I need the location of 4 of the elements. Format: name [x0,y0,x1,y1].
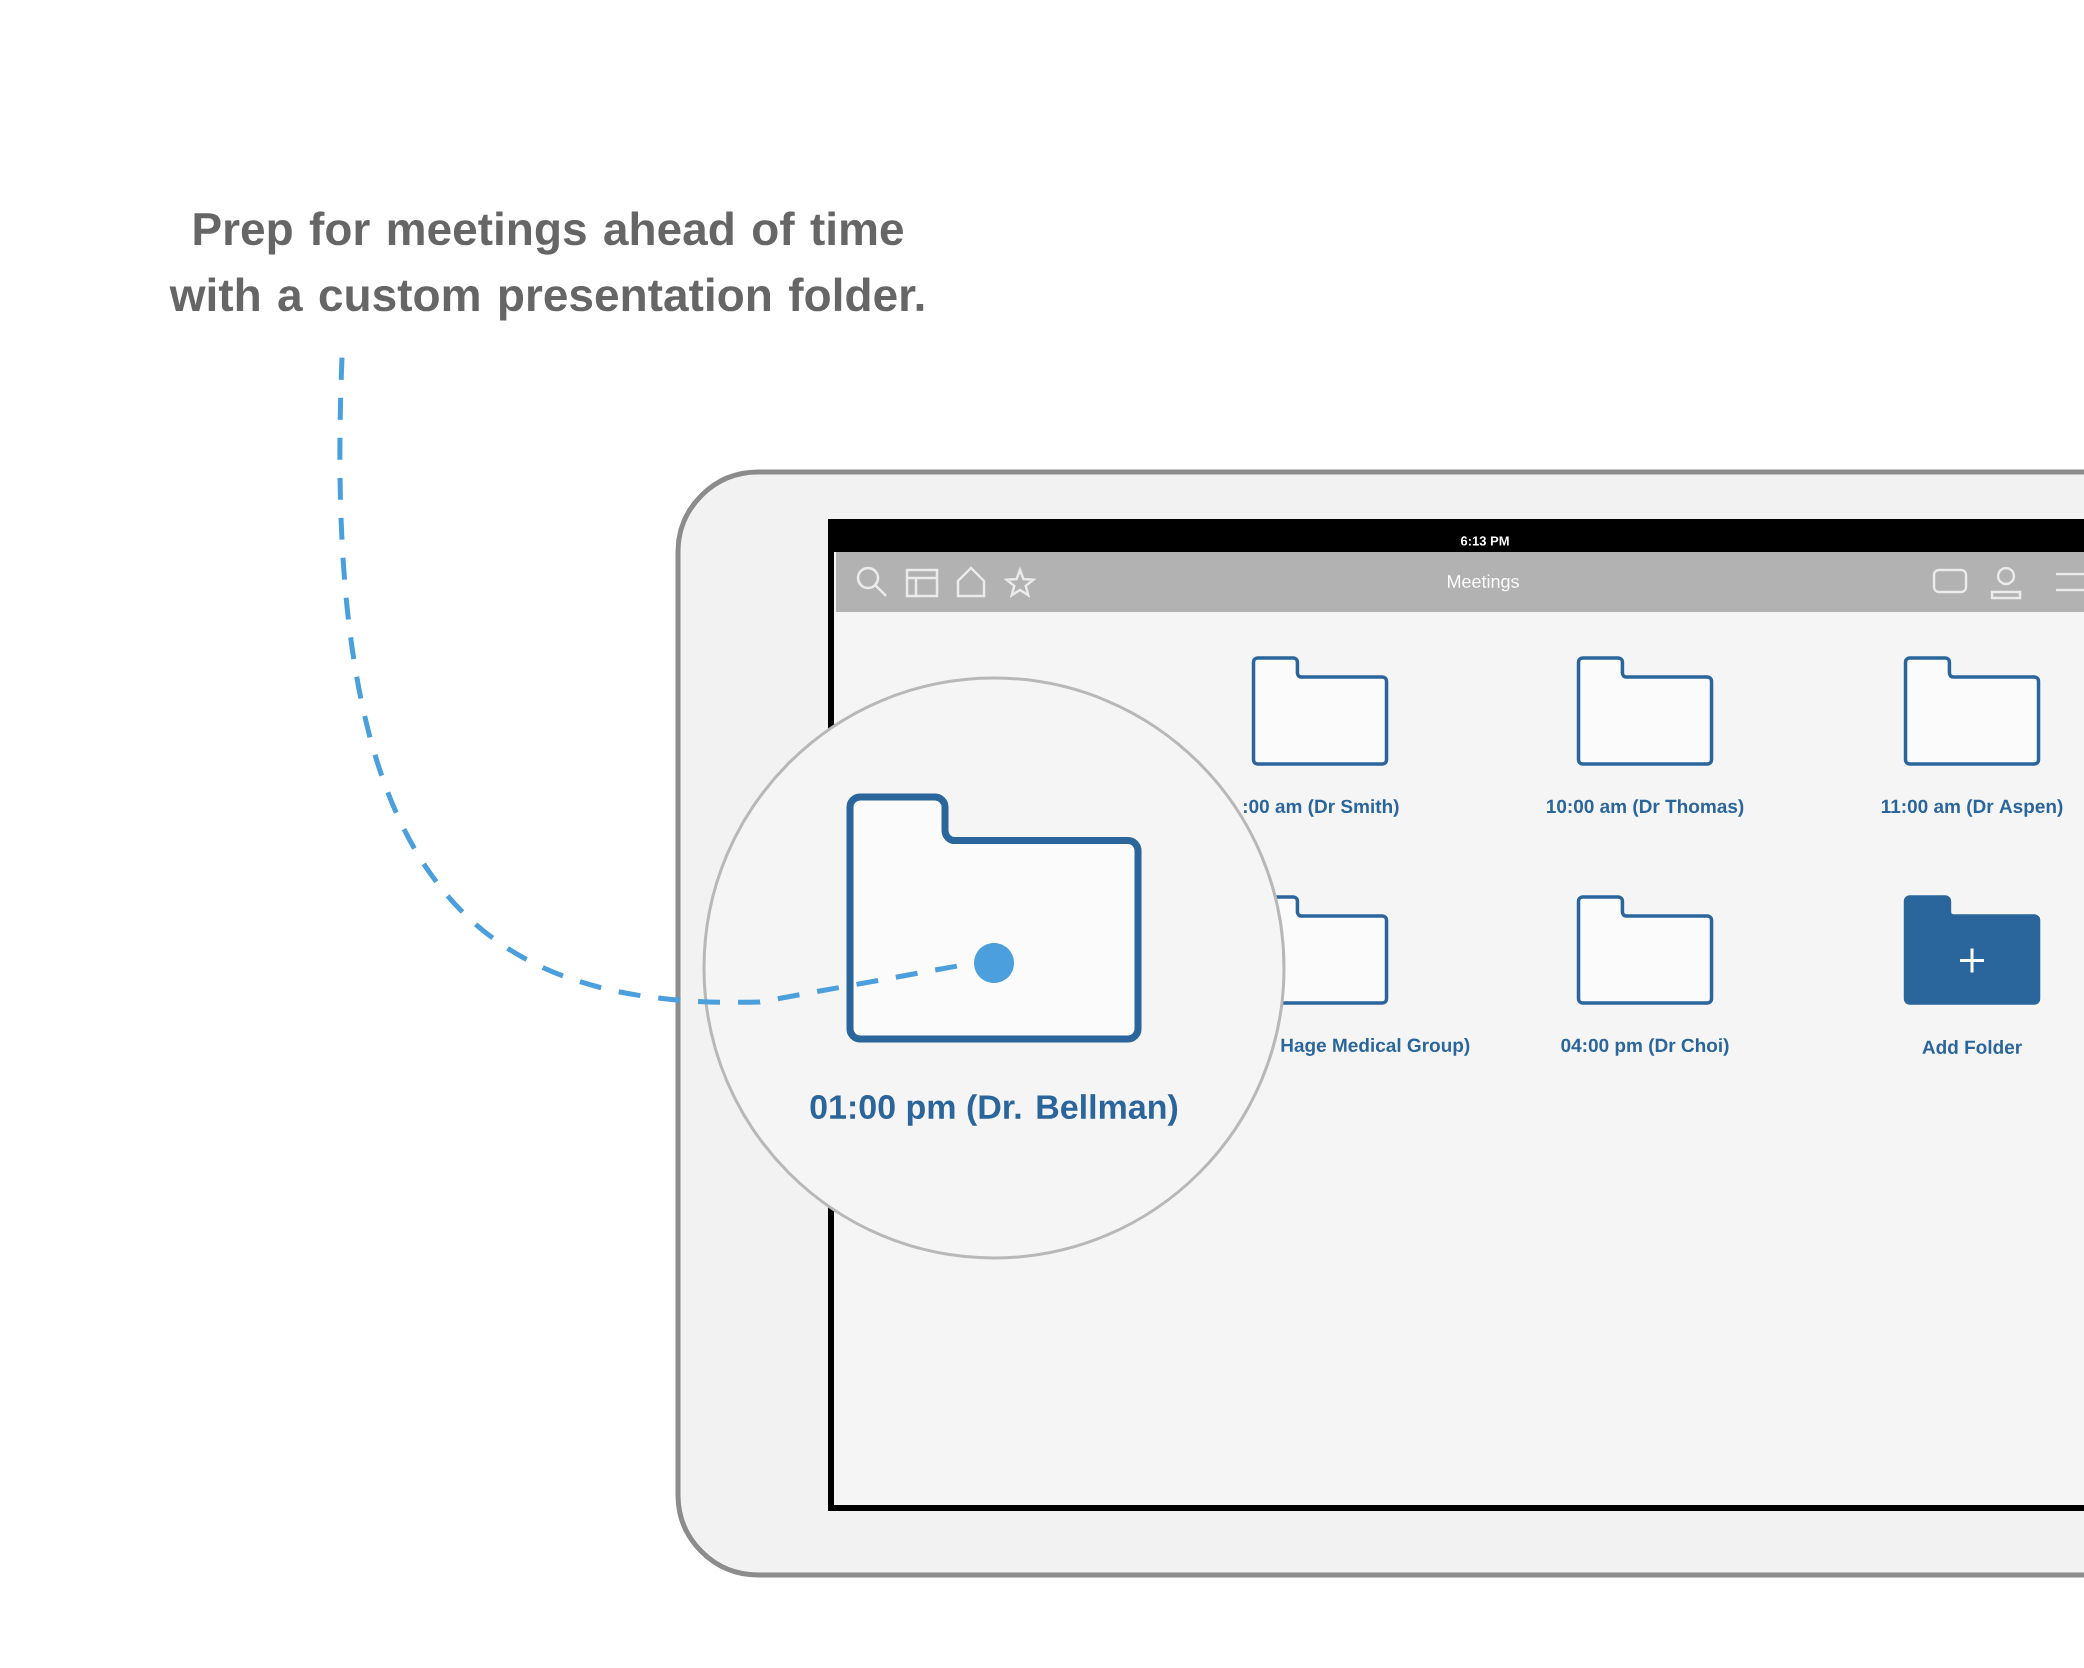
marker-dot [974,943,1014,983]
heading-text: Prep for meetings ahead of time with a custom presentation folder. [169,211,924,321]
screen-title: Meetings [1448,574,1519,592]
status-text: 6:13 PM [1460,536,1509,546]
